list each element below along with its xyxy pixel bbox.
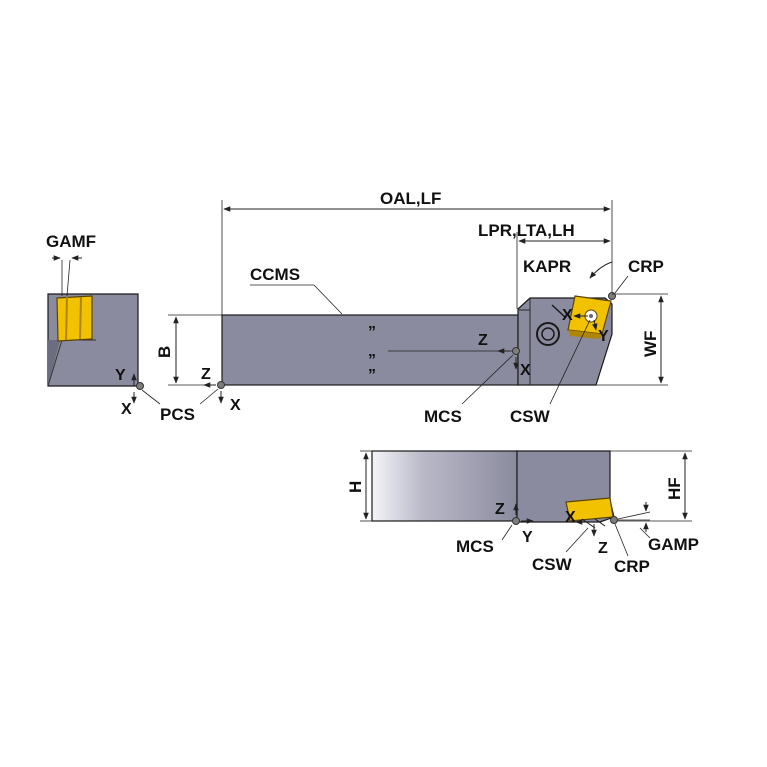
end-view-insert (56, 295, 93, 342)
kapr-label: KAPR (523, 257, 571, 276)
shank (221, 314, 519, 386)
crp-label-side: CRP (614, 557, 650, 576)
mcs-point-top (512, 347, 520, 355)
ditto-mark-lower: ” (368, 367, 376, 384)
mcs-label-top: MCS (424, 407, 462, 426)
top-view: ” ” ” OAL,LF LPR,LTA,LH KAPR CRP CCMS (155, 189, 668, 426)
pcs-x-axis-label: X (230, 397, 241, 414)
mcs-side-y-axis-label: Y (522, 529, 533, 546)
pcs-label: PCS (160, 405, 195, 424)
crp-label-top: CRP (628, 257, 664, 276)
side-view-shank (371, 450, 518, 522)
end-view-reference-point (136, 382, 144, 390)
csw-label-top: CSW (510, 407, 551, 426)
ccms-label: CCMS (250, 265, 300, 284)
pcs-point (217, 381, 225, 389)
ditto-mark-middle: ” (368, 352, 376, 369)
oal-lf-label: OAL,LF (380, 189, 441, 208)
ditto-mark-upper: ” (368, 324, 376, 341)
crp-point-side (610, 516, 618, 524)
side-view: H HF Z Y MCS X Z CSW CRP GAMP (346, 450, 699, 576)
mcs-top-z-axis-label: Z (478, 332, 488, 349)
mcs-side-z-axis-label: Z (495, 501, 505, 518)
end-view-x-axis-label: X (121, 401, 132, 418)
b-label: B (155, 346, 174, 358)
hf-label: HF (665, 477, 684, 500)
end-view: GAMF Y X (46, 232, 161, 418)
h-label: H (346, 481, 365, 493)
csw-top-x-axis-label: X (562, 307, 573, 324)
mcs-label-side: MCS (456, 537, 494, 556)
csw-side-x-axis-label: X (565, 509, 576, 526)
pcs-z-axis-label: Z (201, 366, 211, 383)
csw-label-side: CSW (532, 555, 573, 574)
end-view-y-axis-label: Y (115, 367, 126, 384)
mcs-top-x-axis-label: X (520, 362, 531, 379)
crp-point-top (608, 292, 616, 300)
csw-top-y-axis-label: Y (598, 328, 609, 345)
mcs-point-side (512, 517, 520, 525)
gamp-label: GAMP (648, 535, 699, 554)
clamp-screw (536, 322, 560, 346)
gamf-label: GAMF (46, 232, 96, 251)
lpr-lta-lh-label: LPR,LTA,LH (478, 221, 575, 240)
csw-side-z-axis-label: Z (598, 540, 608, 557)
wf-label: WF (641, 331, 660, 357)
